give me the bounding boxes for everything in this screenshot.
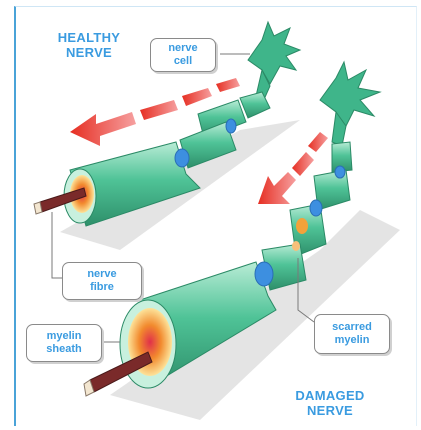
scarred-myelin-label: scarred myelin — [314, 314, 390, 354]
healthy-nerve-heading: HEALTHY NERVE — [44, 30, 134, 60]
myelin-sheath-label: myelin sheath — [26, 324, 102, 362]
damaged-nerve-heading: DAMAGED NERVE — [280, 388, 380, 418]
nerve-fibre-label: nerve fibre — [62, 262, 142, 300]
damaged-nerve-cell — [320, 62, 380, 146]
healthy-nerve-cell — [248, 22, 300, 104]
nerve-cell-label: nerve cell — [150, 38, 216, 72]
